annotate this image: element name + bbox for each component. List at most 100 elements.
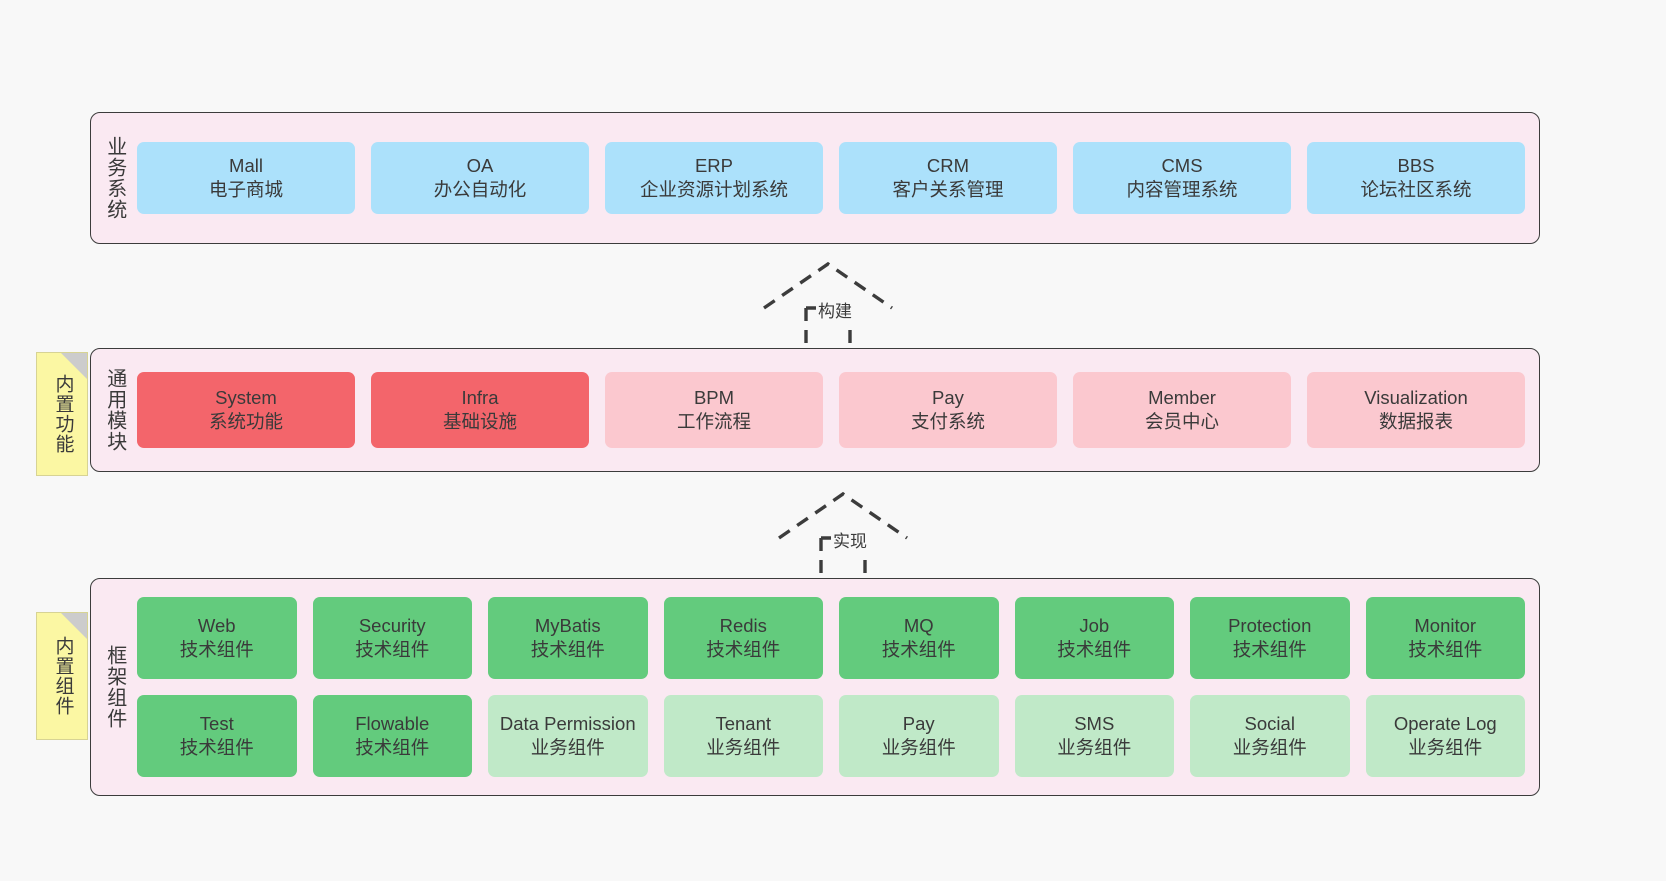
node-redis[interactable]: Redis 技术组件	[663, 597, 823, 679]
node-mybatis[interactable]: MyBatis 技术组件	[488, 597, 648, 679]
node-subtitle: 业务组件	[881, 737, 956, 758]
node-title: Member	[1148, 387, 1216, 409]
layer-label-common-module: 通用模块	[103, 368, 126, 452]
node-oa[interactable]: OA 办公自动化	[371, 142, 589, 214]
node-title: CRM	[926, 155, 970, 177]
node-pay-component[interactable]: Pay 业务组件	[839, 695, 999, 777]
node-crm[interactable]: CRM 客户关系管理	[839, 142, 1057, 214]
connector-build: 构建	[760, 258, 920, 350]
node-title: Tenant	[715, 713, 772, 735]
node-bbs[interactable]: BBS 论坛社区系统	[1307, 142, 1525, 214]
node-mall[interactable]: Mall 电子商城	[137, 142, 355, 214]
node-subtitle: 支付系统	[910, 411, 985, 432]
node-title: Mall	[229, 155, 263, 177]
node-security[interactable]: Security 技术组件	[312, 597, 472, 679]
node-monitor[interactable]: Monitor 技术组件	[1365, 597, 1525, 679]
node-title: Data Permission	[499, 713, 636, 735]
layer-body-framework-component: Web 技术组件 Security 技术组件 MyBatis 技术组件 Redi…	[137, 579, 1539, 795]
node-title: Pay	[932, 387, 964, 409]
node-mq[interactable]: MQ 技术组件	[839, 597, 999, 679]
node-job[interactable]: Job 技术组件	[1014, 597, 1174, 679]
node-subtitle: 技术组件	[179, 737, 254, 758]
node-subtitle: 办公自动化	[433, 179, 527, 200]
node-title: Operate Log	[1393, 713, 1497, 735]
connector-label-implement: 实现	[831, 527, 869, 552]
node-flowable[interactable]: Flowable 技术组件	[312, 695, 472, 777]
node-subtitle: 会员中心	[1144, 411, 1219, 432]
node-title: CMS	[1161, 155, 1203, 177]
node-subtitle: 技术组件	[1232, 639, 1307, 660]
node-title: OA	[466, 155, 494, 177]
node-subtitle: 业务组件	[1057, 737, 1132, 758]
node-title: System	[215, 387, 277, 409]
node-cms[interactable]: CMS 内容管理系统	[1073, 142, 1291, 214]
note-label: 内置功能	[52, 374, 74, 454]
node-title: Job	[1079, 615, 1110, 637]
layer-common-module: 通用模块 System 系统功能 Infra 基础设施 BPM 工作流程 Pay…	[90, 348, 1540, 472]
layer-body-common-module: System 系统功能 Infra 基础设施 BPM 工作流程 Pay 支付系统…	[137, 349, 1539, 471]
node-title: Test	[199, 713, 234, 735]
node-title: Protection	[1228, 615, 1312, 637]
node-infra[interactable]: Infra 基础设施	[371, 372, 589, 448]
note-builtin-function: 内置功能	[36, 352, 88, 476]
node-test[interactable]: Test 技术组件	[137, 695, 297, 777]
node-operate-log[interactable]: Operate Log 业务组件	[1365, 695, 1525, 777]
node-subtitle: 业务组件	[1232, 737, 1307, 758]
node-title: Pay	[902, 713, 935, 735]
node-bpm[interactable]: BPM 工作流程	[605, 372, 823, 448]
row: Mall 电子商城 OA 办公自动化 ERP 企业资源计划系统 CRM 客户关系…	[137, 142, 1525, 214]
node-title: BPM	[693, 387, 735, 409]
node-sms[interactable]: SMS 业务组件	[1014, 695, 1174, 777]
node-subtitle: 系统功能	[208, 411, 283, 432]
node-subtitle: 工作流程	[676, 411, 751, 432]
node-subtitle: 技术组件	[881, 639, 956, 660]
node-system[interactable]: System 系统功能	[137, 372, 355, 448]
node-subtitle: 内容管理系统	[1126, 179, 1238, 200]
node-title: Visualization	[1364, 387, 1468, 409]
layer-framework-component: 框架组件 Web 技术组件 Security 技术组件 MyBatis 技术组件…	[90, 578, 1540, 796]
note-label: 内置组件	[52, 636, 74, 716]
node-visualization[interactable]: Visualization 数据报表	[1307, 372, 1525, 448]
node-subtitle: 数据报表	[1378, 411, 1453, 432]
node-subtitle: 论坛社区系统	[1360, 179, 1472, 200]
node-title: BBS	[1397, 155, 1435, 177]
layer-label-business-system: 业务系统	[103, 136, 126, 220]
connector-implement: 实现	[775, 488, 935, 580]
arrowhead-path	[778, 491, 908, 540]
note-builtin-component: 内置组件	[36, 612, 88, 740]
node-member[interactable]: Member 会员中心	[1073, 372, 1291, 448]
row: Web 技术组件 Security 技术组件 MyBatis 技术组件 Redi…	[137, 597, 1525, 679]
layer-business-system: 业务系统 Mall 电子商城 OA 办公自动化 ERP 企业资源计划系统 CRM…	[90, 112, 1540, 244]
node-subtitle: 技术组件	[706, 639, 781, 660]
node-data-permission[interactable]: Data Permission 业务组件	[488, 695, 648, 777]
node-subtitle: 技术组件	[355, 737, 430, 758]
node-tenant[interactable]: Tenant 业务组件	[663, 695, 823, 777]
node-subtitle: 客户关系管理	[892, 179, 1004, 200]
node-subtitle: 业务组件	[1408, 737, 1483, 758]
node-subtitle: 基础设施	[442, 411, 517, 432]
node-subtitle: 技术组件	[355, 639, 430, 660]
connector-label-build: 构建	[816, 297, 854, 322]
node-title: MQ	[903, 615, 934, 637]
connector-stem-right	[806, 306, 852, 350]
node-erp[interactable]: ERP 企业资源计划系统	[605, 142, 823, 214]
node-title: SMS	[1074, 713, 1115, 735]
node-title: Web	[197, 615, 236, 637]
node-pay-module[interactable]: Pay 支付系统	[839, 372, 1057, 448]
node-web[interactable]: Web 技术组件	[137, 597, 297, 679]
layer-label-framework-component: 框架组件	[103, 645, 126, 729]
node-title: Flowable	[355, 713, 430, 735]
node-title: MyBatis	[534, 615, 601, 637]
node-social[interactable]: Social 业务组件	[1190, 695, 1350, 777]
node-title: Redis	[719, 615, 767, 637]
arrowhead-path	[763, 261, 893, 310]
node-subtitle: 业务组件	[706, 737, 781, 758]
node-subtitle: 技术组件	[1057, 639, 1132, 660]
layer-body-business-system: Mall 电子商城 OA 办公自动化 ERP 企业资源计划系统 CRM 客户关系…	[137, 113, 1539, 243]
node-title: Security	[358, 615, 426, 637]
node-protection[interactable]: Protection 技术组件	[1190, 597, 1350, 679]
row: System 系统功能 Infra 基础设施 BPM 工作流程 Pay 支付系统…	[137, 372, 1525, 448]
connector-stem-right	[821, 536, 867, 580]
node-title: Monitor	[1414, 615, 1477, 637]
